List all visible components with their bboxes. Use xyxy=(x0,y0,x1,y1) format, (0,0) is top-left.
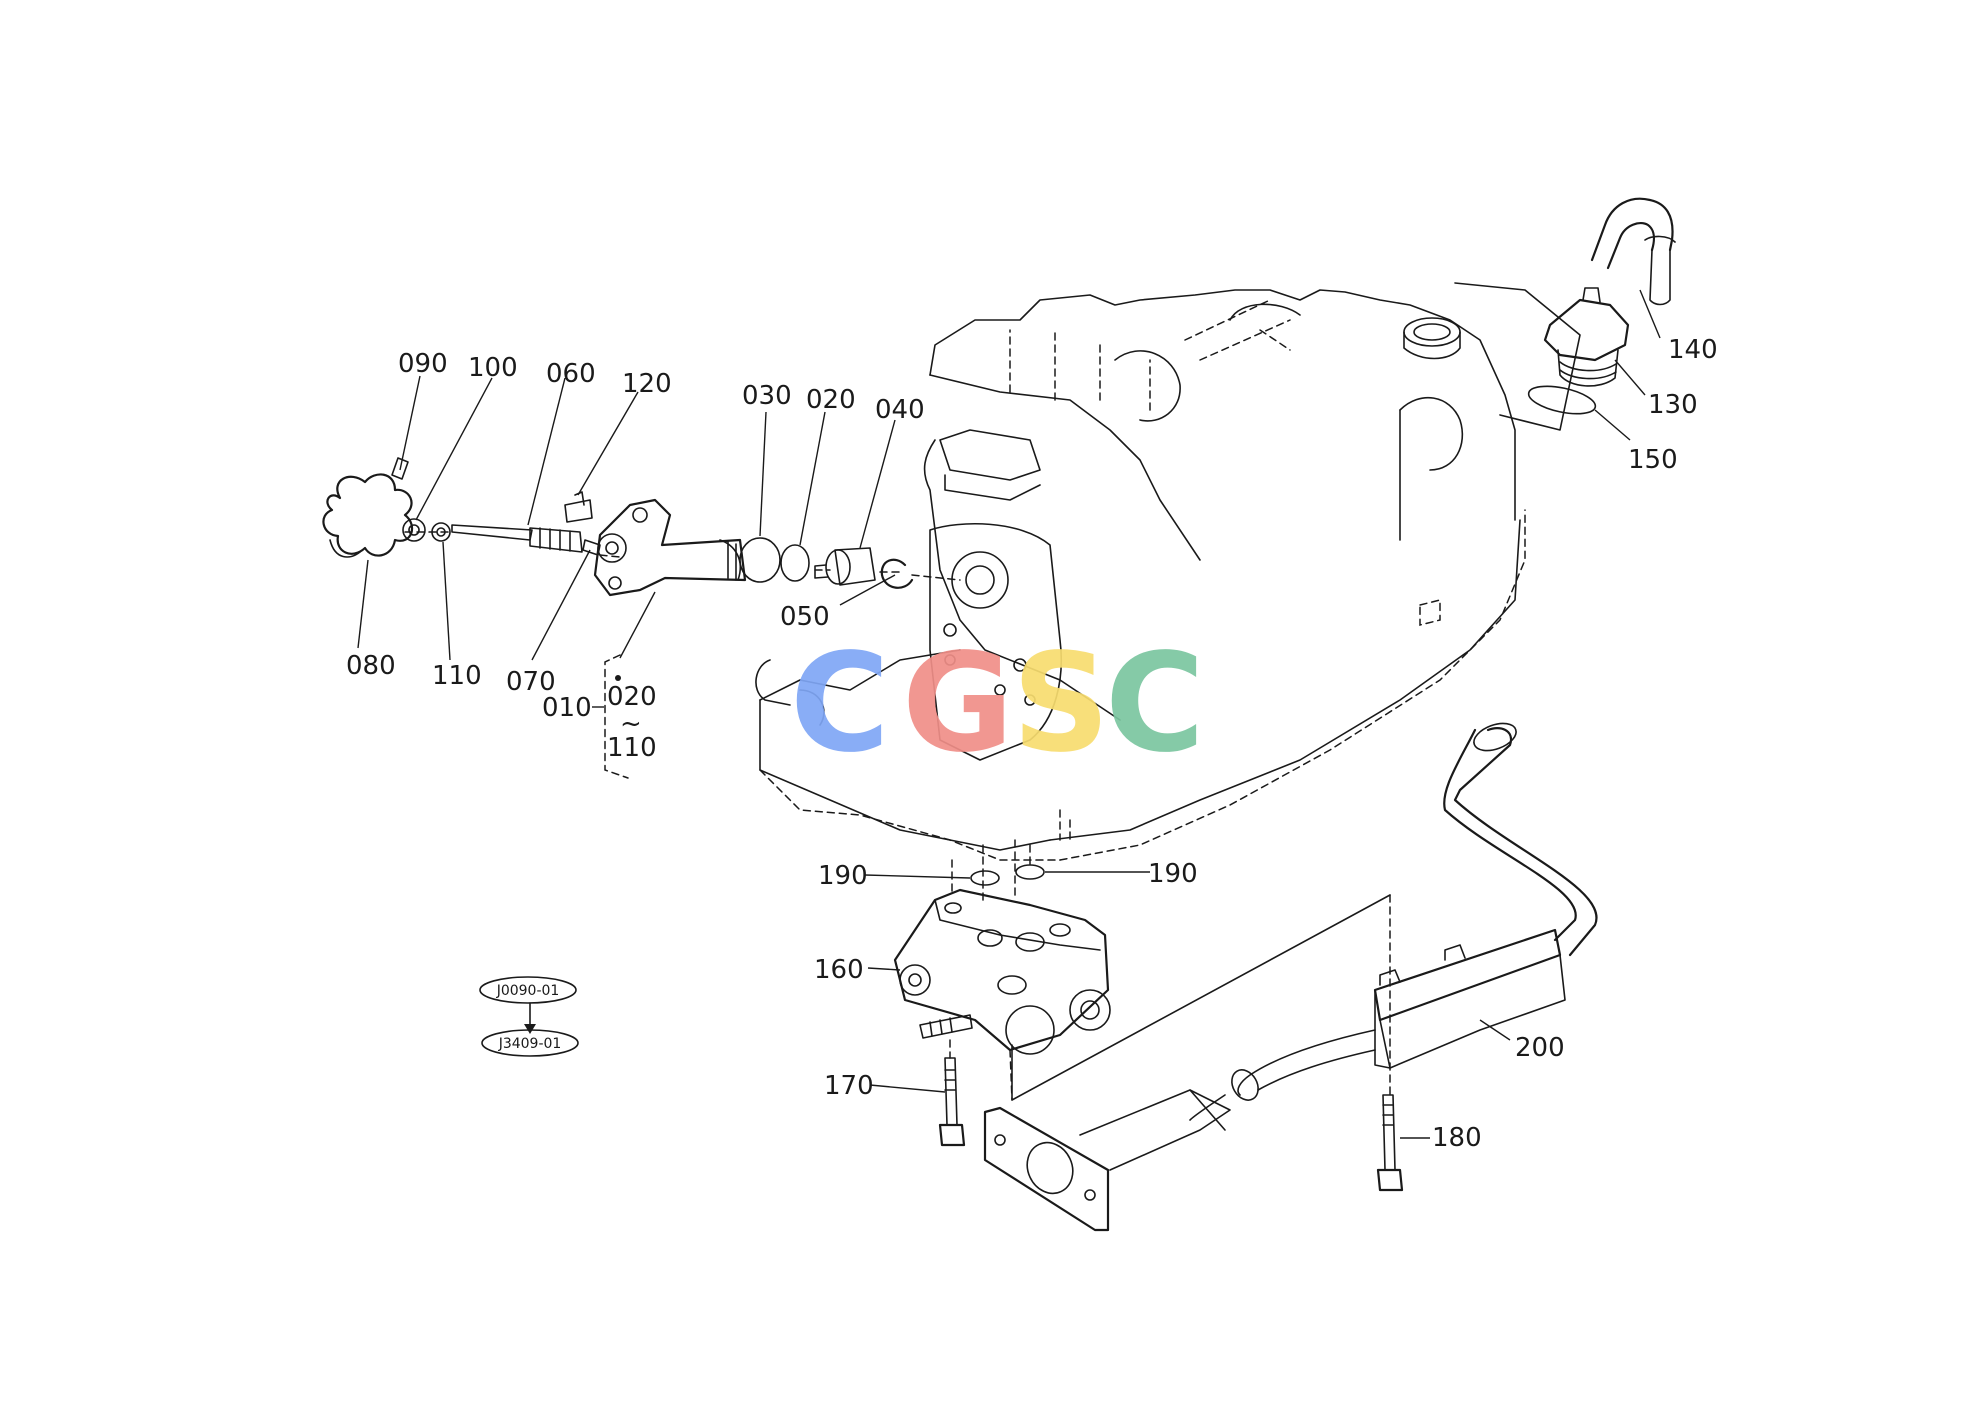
label-100: 100 xyxy=(468,353,518,383)
label-140: 140 xyxy=(1668,335,1718,365)
watermark-letter-1: C xyxy=(790,625,890,783)
watermark-logo: C G S C xyxy=(790,625,1205,783)
stud-bolt-left xyxy=(919,1014,973,1039)
washer-100 xyxy=(402,518,426,542)
bolt-170 xyxy=(938,1039,966,1147)
stem-060 xyxy=(451,524,583,553)
label-080: 080 xyxy=(346,651,396,681)
axis-line-left xyxy=(404,531,961,581)
pipe-200 xyxy=(1189,722,1598,1121)
o-ring-020 xyxy=(780,544,810,582)
o-rings-190 xyxy=(970,864,1045,886)
label-130: 130 xyxy=(1648,390,1698,420)
gasket-150 xyxy=(1527,385,1597,415)
label-050: 050 xyxy=(780,602,830,632)
sleeve-040 xyxy=(814,547,876,586)
label-120: 120 xyxy=(622,369,672,399)
label-020-upper: 020 xyxy=(806,385,856,415)
ref-code-upper: J0090-01 xyxy=(496,983,560,999)
o-ring-030 xyxy=(739,537,781,583)
flange-plate xyxy=(983,1089,1231,1232)
exploded-connector-lines xyxy=(1011,894,1391,1101)
label-190-right: 190 xyxy=(1148,859,1198,889)
label-160: 160 xyxy=(814,955,864,985)
watermark-letter-2: G xyxy=(902,625,1014,783)
range-marker: ~ xyxy=(620,709,642,739)
snap-ring-050 xyxy=(880,558,914,589)
label-060: 060 xyxy=(546,359,596,389)
pin-090 xyxy=(391,457,409,480)
valve-body-010 xyxy=(593,498,747,597)
knob-080 xyxy=(322,473,414,558)
bolt-180 xyxy=(1376,894,1404,1192)
ref-code-lower: J3409-01 xyxy=(498,1036,562,1052)
label-110-left: 110 xyxy=(432,661,482,691)
leader-lines xyxy=(357,289,1661,1139)
label-010: 010 xyxy=(542,693,592,723)
label-190-left: 190 xyxy=(818,861,868,891)
bolt-120 xyxy=(564,491,593,523)
label-180: 180 xyxy=(1432,1123,1482,1153)
label-090: 090 xyxy=(398,349,448,379)
housing-160 xyxy=(893,888,1111,1055)
watermark-letter-4: C xyxy=(1105,625,1205,783)
label-150: 150 xyxy=(1628,445,1678,475)
label-070: 070 xyxy=(506,667,556,697)
reference-callouts: J0090-01 J3409-01 xyxy=(479,976,579,1057)
label-200: 200 xyxy=(1515,1033,1565,1063)
filler-cap-130 xyxy=(1543,287,1630,387)
hose-140 xyxy=(1590,197,1676,306)
assembly-bracket-010 xyxy=(604,654,629,779)
watermark-letter-3: S xyxy=(1012,625,1110,783)
label-170: 170 xyxy=(824,1071,874,1101)
engine-body xyxy=(755,282,1581,861)
axis-lines-housing xyxy=(951,839,1031,1101)
label-020-group: 020 xyxy=(607,682,657,712)
label-110-group: 110 xyxy=(607,733,657,763)
label-040: 040 xyxy=(875,395,925,425)
label-030: 030 xyxy=(742,381,792,411)
